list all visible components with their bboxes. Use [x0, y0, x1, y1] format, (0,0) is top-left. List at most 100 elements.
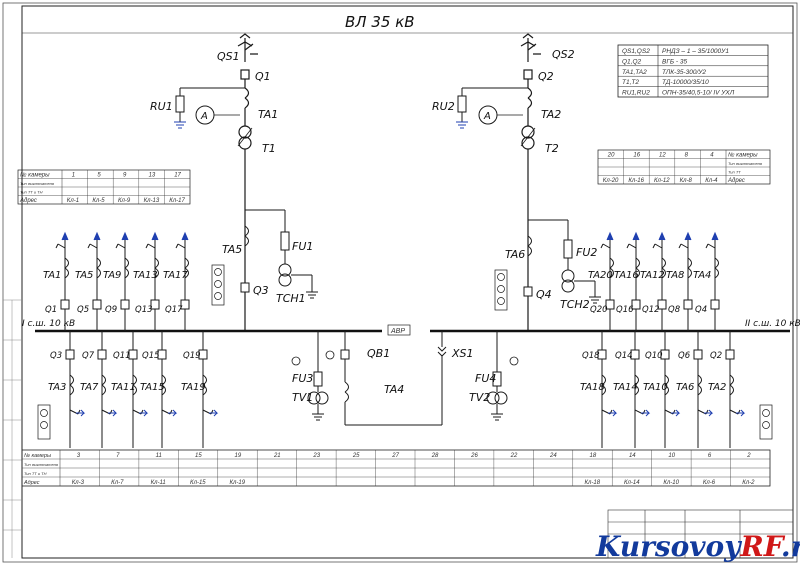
spec-row-device: RU1,RU2: [622, 90, 650, 97]
feeder-q-label: Q4: [695, 305, 707, 315]
ru1-label: RU1: [150, 100, 173, 113]
spec-row-device: T1,T2: [622, 79, 639, 86]
cell-table-rowlabel: № камеры: [728, 152, 758, 159]
bottom-cell-address: Кл-7: [111, 480, 124, 486]
bottom-cell-number: 24: [549, 453, 557, 459]
current-transformer-icon: [184, 257, 189, 279]
breaker-icon: [65, 349, 75, 360]
qs2-label: QS2: [552, 48, 575, 61]
spec-row-device: TA1,TA2: [622, 69, 647, 76]
bottom-cell-number: 3: [77, 453, 81, 459]
avr-box: [387, 324, 411, 336]
upper-feeder: [55, 231, 70, 331]
cell-table-rowlabel: Тип ТТ и ТН: [20, 190, 43, 195]
feeder-ta-label: TA15: [140, 382, 165, 393]
feeder-q-label: Q13: [135, 305, 153, 315]
current-transformer-icon: [132, 374, 137, 396]
cell-number: 16: [633, 153, 640, 159]
cell-address: Кл-8: [680, 178, 693, 184]
current-transformer-icon: [64, 257, 69, 279]
bottom-cell-address: Кл-3: [72, 480, 85, 486]
earth-switch-icon: [115, 243, 126, 249]
spec-row-device: Q1,Q2: [622, 58, 642, 65]
cable-arrow-icon: [209, 409, 219, 417]
cable-arrow-icon: [711, 231, 719, 241]
fu2-label: FU2: [576, 246, 597, 259]
tv1-label: TV1: [292, 391, 313, 404]
upper-feeder: [652, 231, 667, 331]
feeder-q-label: Q17: [165, 305, 183, 315]
avr-label: АВР: [390, 328, 405, 335]
bottom-cell-address: Кл-18: [585, 480, 601, 486]
feeder-ta-label: TA14: [613, 382, 638, 393]
aux-branch-right: [523, 219, 601, 304]
earth-switch-icon: [705, 243, 716, 249]
cell-table-rowlabel: Адрес: [727, 178, 745, 184]
feeder-q-label: Q2: [710, 351, 722, 361]
bottom-cell-number: 23: [312, 453, 320, 459]
ta1-label: TA1: [258, 108, 278, 121]
cell-number: 12: [659, 153, 666, 159]
bottom-cell-address: Кл-10: [663, 480, 679, 486]
meter-dial: [762, 421, 770, 429]
ta6-label: TA6: [505, 248, 525, 261]
cable-arrow-icon: [684, 231, 692, 241]
upper-feeder: [115, 231, 130, 331]
current-transformer-icon: [729, 374, 734, 396]
breaker-icon: [97, 349, 107, 360]
cable-arrow-icon: [736, 409, 746, 417]
bottom-cell-number: 2: [746, 453, 751, 459]
bottom-table-rowlabel: Тип ТТ и ТН: [24, 471, 47, 476]
cell-table-rowlabel: Адрес: [19, 198, 37, 204]
vt2-meter-icon: [509, 356, 519, 366]
cable-arrow-icon: [181, 231, 189, 241]
bottom-cell-number: 7: [116, 453, 120, 459]
qb1-label: QB1: [367, 347, 390, 360]
breaker-icon: [120, 299, 130, 310]
bottom-cell-number: 28: [431, 453, 439, 459]
meter-dial: [40, 421, 48, 429]
upper-feeder: [626, 231, 641, 331]
sectional-breaker-qb1: [340, 331, 447, 426]
feeder-ta-label: TA11: [111, 382, 136, 393]
feeder-ta-label: TA19: [181, 382, 206, 393]
aux-branch-left: [240, 209, 318, 299]
fu3-label: FU3: [292, 372, 313, 385]
lower-feeder: [198, 331, 219, 448]
current-transformer-icon: [161, 374, 166, 396]
current-transformer-icon: [96, 257, 101, 279]
breaker-icon: [710, 299, 720, 310]
feeder-ta-label: TA4: [693, 270, 711, 281]
feeder-ta-label: TA10: [643, 382, 668, 393]
feeder-ta-label: TA13: [133, 270, 158, 281]
q2-label: Q2: [538, 70, 554, 83]
lower-feeder: [597, 331, 618, 448]
upper-feeder: [678, 231, 693, 331]
bottom-cell-number: 14: [629, 453, 636, 459]
ta4-mid-label: TA4: [384, 383, 404, 396]
current-transformer-icon: [687, 257, 692, 279]
feeder-ta-label: TA20: [588, 270, 613, 281]
breaker-icon: [60, 299, 70, 310]
feeder-ta-label: TA2: [708, 382, 726, 393]
current-transformer-icon: [101, 374, 106, 396]
feeders: TA1Q1TA5Q5TA9Q9TA13Q13TA17Q17TA20Q20TA16…: [37, 231, 773, 448]
feeder-q-label: Q14: [615, 351, 633, 361]
breaker-icon: [725, 349, 735, 360]
cable-arrow-icon: [168, 409, 178, 417]
cable-arrow-icon: [658, 231, 666, 241]
feeder-q-label: Q8: [668, 305, 681, 315]
current-transformer-icon: [635, 257, 640, 279]
meter-dial: [40, 409, 48, 417]
feeder-q-label: Q1: [45, 305, 57, 315]
breaker-icon: [693, 349, 703, 360]
lower-feeder: [693, 331, 714, 448]
tsn1-label: TCH1: [276, 292, 306, 305]
xs1-label: XS1: [451, 347, 474, 360]
spec-row-type: ТЛК-35-300/У2: [662, 69, 706, 76]
earth-switch-icon: [87, 243, 98, 249]
